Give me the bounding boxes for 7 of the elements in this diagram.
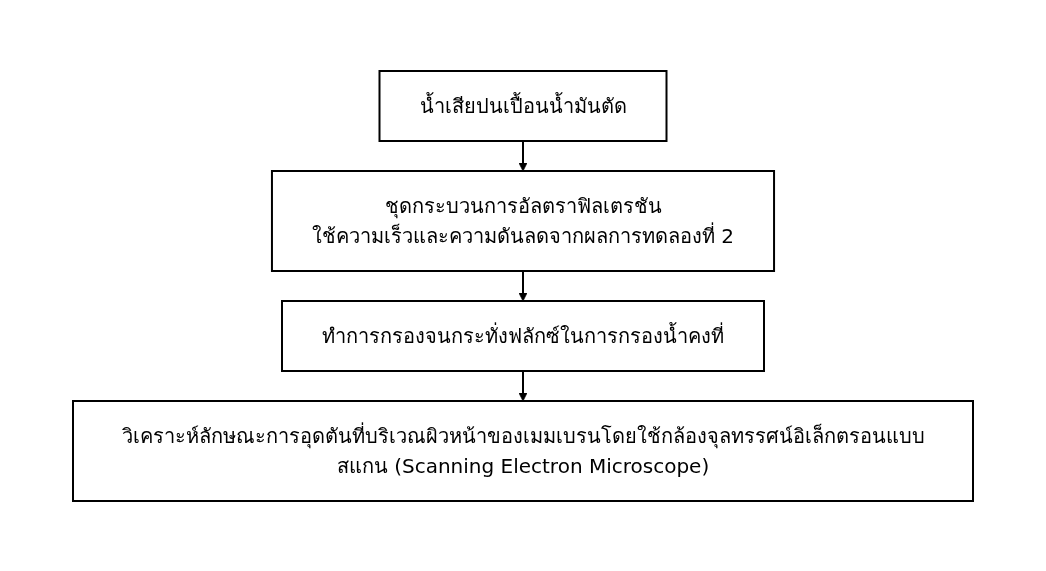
node-box: น้ำเสียปนเปื้อนน้ำมันตัด [378, 69, 668, 142]
arrow [518, 139, 528, 171]
arrow [518, 369, 528, 401]
arrow [518, 269, 528, 301]
node-box: วิเคราะห์ลักษณะการอุดตันที่บริเวณผิวหน้าของเมมเบรนโดยใช้กล้องจุลทรรศน์อิเล็กตรอนแบบสแกน (Scanning Electron Microscope) [72, 399, 974, 502]
node-box: ชุดกระบวนการอัลตราฟิลเตรชัน ใช้ความเร็วและความดันลดจากผลการทดลองที่ 2 [270, 169, 776, 272]
node-box: ทำการกรองจนกระทั่งฟลักซ์ในการกรองน้ำคงที่ [281, 299, 765, 372]
